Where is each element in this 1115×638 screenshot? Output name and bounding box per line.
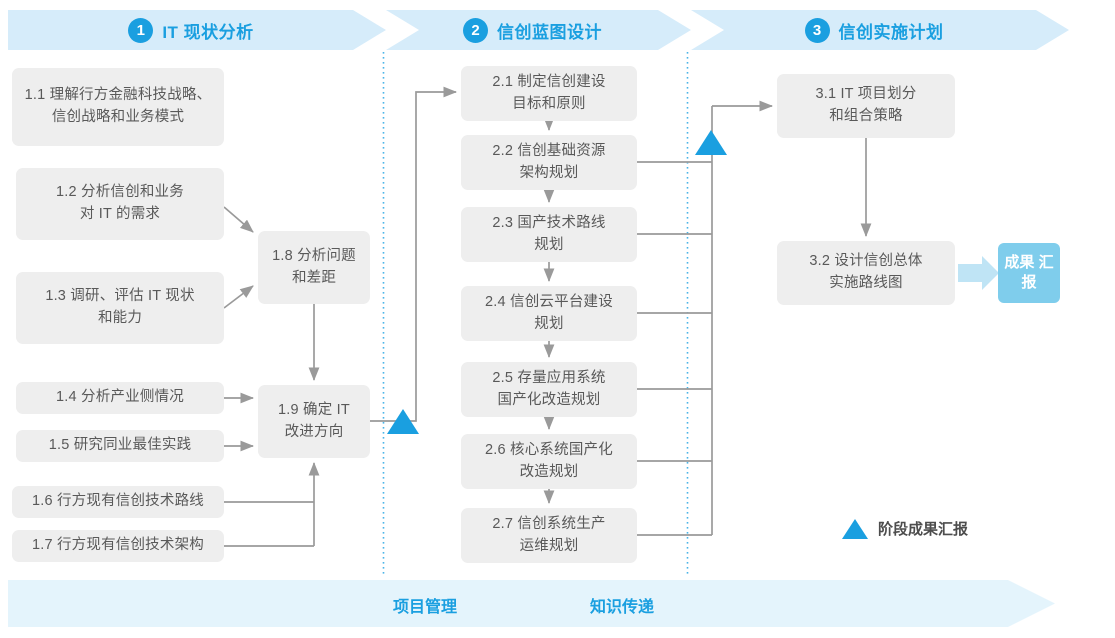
result-report-line2: 汇报 — [1021, 253, 1054, 291]
phase-banner-2[interactable]: 2 信创蓝图设计 — [386, 10, 691, 50]
result-report-chip[interactable]: 成果 汇报 — [998, 243, 1060, 303]
task-box-2-3-line2: 规划 — [534, 236, 564, 253]
phase-banner-1[interactable]: 1 IT 现状分析 — [8, 10, 386, 50]
task-box-2-5[interactable]: 2.5 存量应用系统 国产化改造规划 — [461, 362, 637, 417]
task-box-2-7-line1: 2.7 信创系统生产 — [492, 515, 606, 532]
task-box-2-5-line2: 国产化改造规划 — [497, 391, 601, 408]
legend-milestone: 阶段成果汇报 — [842, 518, 968, 539]
task-box-2-3[interactable]: 2.3 国产技术路线 规划 — [461, 207, 637, 262]
phase-number-2: 2 — [463, 17, 488, 43]
result-report-line1: 成果 — [1004, 253, 1035, 271]
task-box-1-4-line1: 1.4 分析产业侧情况 — [56, 389, 184, 406]
task-box-1-3[interactable]: 1.3 调研、评估 IT 现状 和能力 — [16, 272, 224, 344]
task-box-1-9-line2: 改进方向 — [284, 423, 344, 440]
footer-label-project-management: 项目管理 — [393, 599, 458, 616]
triangle-milestone-icon-phase2 — [695, 130, 727, 155]
task-box-2-4[interactable]: 2.4 信创云平台建设 规划 — [461, 286, 637, 341]
edge-1.2-to-1.8 — [223, 206, 254, 233]
task-box-2-6-line1: 2.6 核心系统国产化 — [485, 441, 613, 458]
task-box-3-2-line1: 3.2 设计信创总体 — [809, 253, 923, 270]
task-box-2-7-line2: 运维规划 — [519, 537, 579, 554]
task-box-1-1-line1: 1.1 理解行方金融科技战略、 — [24, 87, 212, 104]
footer-label-knowledge-transfer: 知识传递 — [590, 599, 655, 616]
task-box-1-5[interactable]: 1.5 研究同业最佳实践 — [16, 430, 224, 462]
task-box-1-2-line2: 对 IT 的需求 — [79, 206, 161, 222]
task-box-1-3-line2: 和能力 — [97, 310, 143, 326]
phase-title-1: IT 现状分析 — [162, 22, 254, 42]
task-box-2-1-line2: 目标和原则 — [512, 95, 586, 112]
task-box-2-6-line2: 改造规划 — [519, 463, 579, 480]
task-box-1-9[interactable]: 1.9 确定 IT 改进方向 — [258, 385, 370, 458]
legend-label: 阶段成果汇报 — [878, 521, 969, 538]
task-box-2-4-line2: 规划 — [534, 315, 564, 332]
task-box-2-5-line1: 2.5 存量应用系统 — [492, 369, 606, 386]
footer-banner — [8, 580, 1055, 627]
task-box-2-3-line1: 2.3 国产技术路线 — [492, 214, 606, 231]
task-box-3-2-line2: 实施路线图 — [829, 275, 903, 291]
task-box-1-9-line1: 1.9 确定 IT — [278, 401, 350, 418]
phase-banner-3[interactable]: 3 信创实施计划 — [691, 10, 1069, 50]
task-box-1-8-line2: 和差距 — [291, 269, 337, 286]
task-box-2-1-line1: 2.1 制定信创建设 — [492, 73, 606, 90]
task-box-2-2-line1: 2.2 信创基础资源 — [492, 142, 606, 159]
task-box-1-6-line1: 1.6 行方现有信创技术路线 — [32, 493, 204, 510]
task-box-3-1-line2: 和组合策略 — [829, 108, 903, 124]
task-box-1-2-line1: 1.2 分析信创和业务 — [56, 184, 184, 201]
task-box-1-7[interactable]: 1.7 行方现有信创技术架构 — [12, 530, 224, 562]
phase-number-3: 3 — [804, 17, 830, 43]
phase-title-3: 信创实施计划 — [838, 22, 944, 42]
task-box-1-8-line1: 1.8 分析问题 — [272, 247, 356, 264]
task-box-1-1-line2: 信创战略和业务模式 — [51, 109, 185, 125]
task-box-3-1-line1: 3.1 IT 项目划分 — [815, 86, 917, 103]
task-box-1-4[interactable]: 1.4 分析产业侧情况 — [16, 382, 224, 414]
edge-1.3-to-1.8 — [223, 285, 254, 309]
task-box-1-1[interactable]: 1.1 理解行方金融科技战略、 信创战略和业务模式 — [12, 68, 224, 146]
task-box-3-1[interactable]: 3.1 IT 项目划分 和组合策略 — [777, 74, 955, 138]
task-box-2-7[interactable]: 2.7 信创系统生产 运维规划 — [461, 508, 637, 563]
task-box-3-2[interactable]: 3.2 设计信创总体 实施路线图 — [777, 241, 955, 305]
task-box-1-8[interactable]: 1.8 分析问题 和差距 — [258, 231, 370, 304]
task-box-2-6[interactable]: 2.6 核心系统国产化 改造规划 — [461, 434, 637, 489]
task-box-1-5-line1: 1.5 研究同业最佳实践 — [48, 437, 192, 454]
task-box-2-4-line1: 2.4 信创云平台建设 — [485, 293, 613, 310]
edge-3.2-to-result — [958, 256, 999, 290]
task-box-1-2[interactable]: 1.2 分析信创和业务 对 IT 的需求 — [16, 168, 224, 240]
task-box-1-6[interactable]: 1.6 行方现有信创技术路线 — [12, 486, 224, 518]
triangle-milestone-icon — [842, 518, 868, 539]
edge-1.9-to-2.1 — [370, 86, 458, 422]
task-box-1-3-line1: 1.3 调研、评估 IT 现状 — [45, 288, 195, 305]
phase-title-2: 信创蓝图设计 — [497, 22, 602, 42]
task-box-2-2-line2: 架构规划 — [519, 164, 579, 181]
phase-number-1: 1 — [128, 17, 154, 43]
task-box-2-2[interactable]: 2.2 信创基础资源 架构规划 — [461, 135, 637, 190]
triangle-milestone-icon-phase1 — [387, 409, 419, 434]
task-box-2-1[interactable]: 2.1 制定信创建设 目标和原则 — [461, 66, 637, 121]
task-box-1-7-line1: 1.7 行方现有信创技术架构 — [32, 537, 204, 554]
